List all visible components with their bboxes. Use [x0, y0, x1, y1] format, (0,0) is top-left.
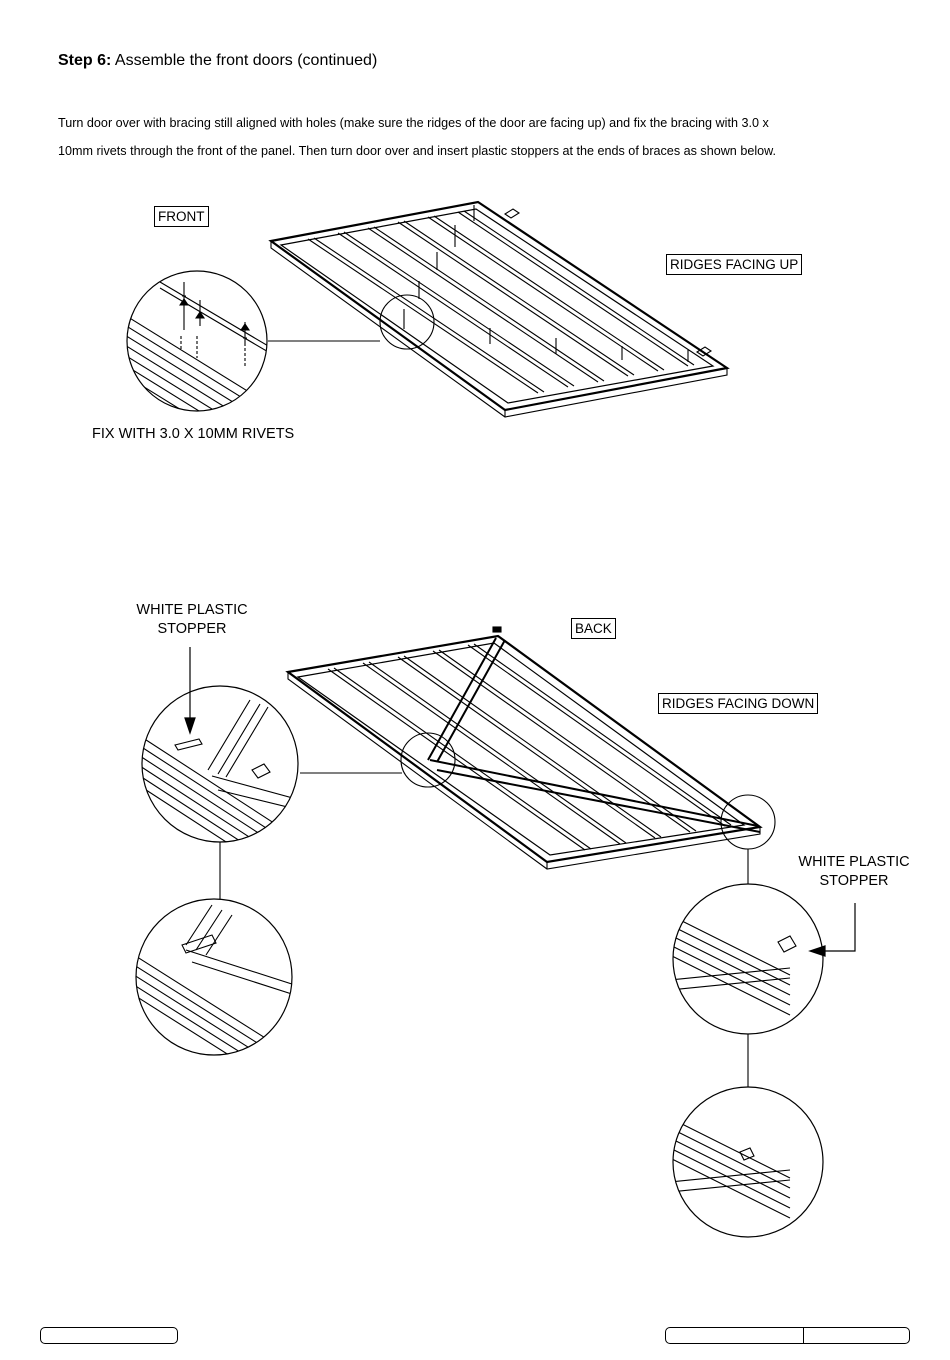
- right-stopper-label-line1: WHITE PLASTIC: [798, 854, 910, 870]
- step-heading: Step 6: Assemble the front doors (contin…: [58, 52, 377, 70]
- back-side-label: BACK: [571, 618, 616, 639]
- ridges-up-label: RIDGES FACING UP: [666, 254, 803, 275]
- front-rivet-detail: [126, 270, 435, 412]
- front-door-panel: [268, 200, 730, 418]
- footer-left-box: [40, 1327, 178, 1344]
- back-door-panel: [285, 626, 763, 870]
- right-stopper-label-line2: STOPPER: [819, 873, 889, 889]
- left-stopper-label: WHITE PLASTIC STOPPER: [122, 601, 262, 639]
- footer-right-box: [665, 1327, 910, 1344]
- footer-divider: [803, 1328, 804, 1343]
- back-stopper-details: [135, 685, 824, 1238]
- rivet-caption: FIX WITH 3.0 X 10MM RIVETS: [92, 426, 295, 442]
- instruction-line-2: 10mm rivets through the front of the pan…: [58, 144, 777, 158]
- right-stopper-label: WHITE PLASTIC STOPPER: [784, 853, 924, 891]
- step-title: Assemble the front doors (continued): [114, 52, 378, 69]
- ridges-down-label: RIDGES FACING DOWN: [658, 693, 819, 714]
- stopper-arrows: [184, 647, 856, 957]
- left-stopper-label-line1: WHITE PLASTIC: [136, 602, 248, 618]
- instruction-line-1: Turn door over with bracing still aligne…: [58, 116, 769, 130]
- instruction-text: Turn door over with bracing still aligne…: [58, 109, 918, 165]
- step-number: Step 6:: [58, 52, 112, 69]
- front-side-label: FRONT: [154, 206, 209, 227]
- left-stopper-label-line2: STOPPER: [157, 621, 227, 637]
